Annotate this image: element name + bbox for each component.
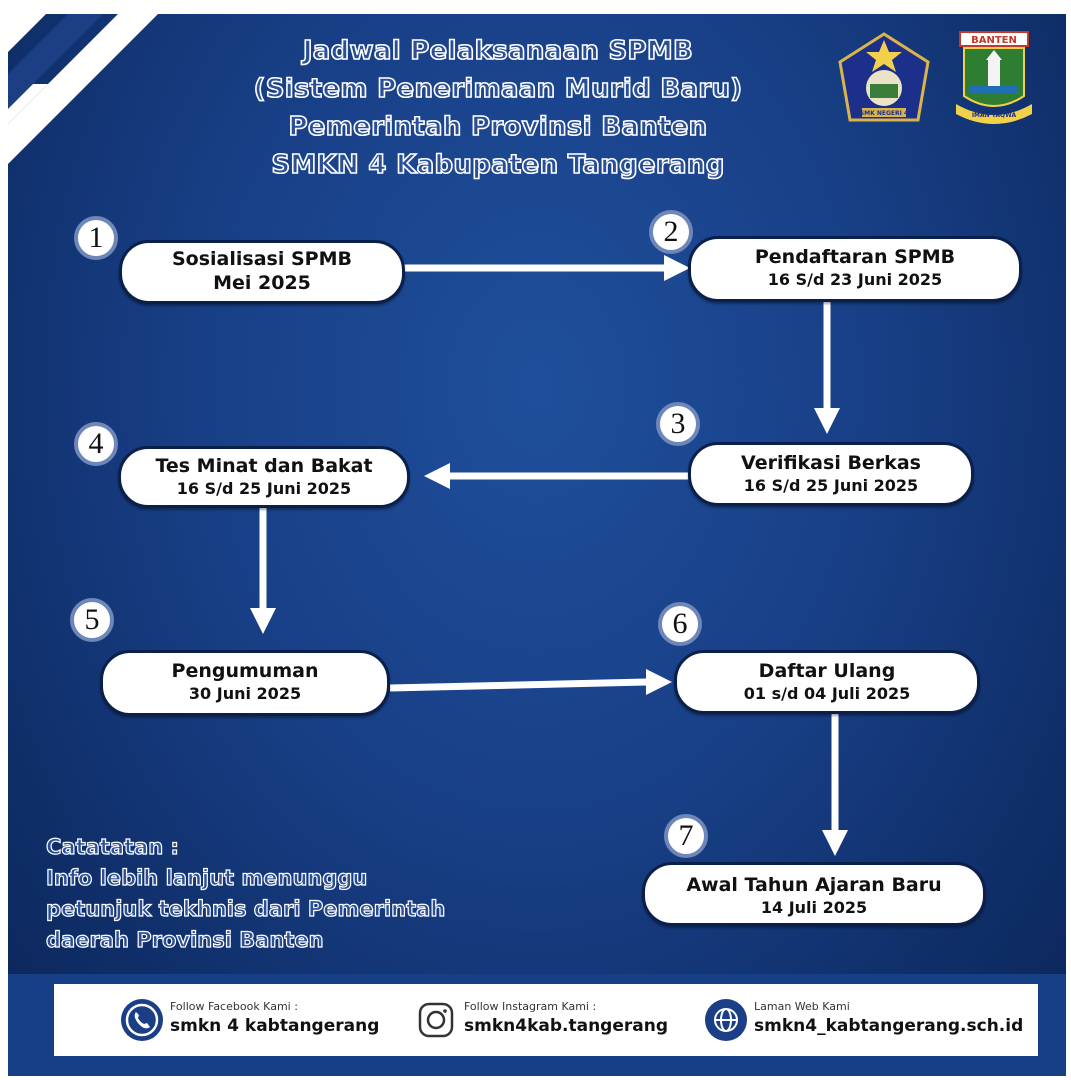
step-4-date: 16 S/d 25 Juni 2025	[176, 479, 352, 498]
title-line-3: Pemerintah Provinsi Banten	[288, 111, 708, 143]
step-number-2: 2	[649, 210, 693, 254]
smkn4-logo: SMK NEGERI 4	[838, 32, 930, 122]
poster: Jadwal Pelaksanaan SPMB (Sistem Penerima…	[8, 14, 1066, 1076]
flow-arrows	[250, 255, 848, 856]
footer-web[interactable]: Laman Web Kami smkn4_kabtangerang.sch.id	[704, 996, 1024, 1044]
step-7-date: 14 Juli 2025	[760, 898, 868, 917]
step-4-title: Tes Minat dan Bakat	[155, 455, 373, 477]
step-number-4: 4	[74, 422, 118, 466]
step-1-date: Mei 2025	[213, 272, 311, 294]
step-box-6: Daftar Ulang 01 s/d 04 Juli 2025	[674, 650, 980, 714]
step-2-title: Pendaftaran SPMB	[754, 246, 956, 268]
phone-icon	[121, 999, 163, 1041]
step-number-1: 1	[74, 216, 118, 260]
step-3-date: 16 S/d 25 Juni 2025	[743, 476, 919, 495]
footer-instagram-label: Follow Instagram Kami :	[464, 1000, 597, 1013]
step-box-7: Awal Tahun Ajaran Baru 14 Juli 2025	[642, 862, 986, 926]
step-box-4: Tes Minat dan Bakat 16 S/d 25 Juni 2025	[118, 446, 410, 508]
footer-facebook-value[interactable]: smkn 4 kabtangerang	[170, 1016, 380, 1036]
footer-web-label: Laman Web Kami	[754, 1000, 850, 1013]
page-title: Jadwal Pelaksanaan SPMB (Sistem Penerima…	[208, 32, 788, 184]
step-3-title: Verifikasi Berkas	[741, 452, 921, 474]
logo-right-caption: IMAN TAQWA	[972, 112, 1017, 119]
step-box-3: Verifikasi Berkas 16 S/d 25 Juni 2025	[688, 442, 974, 506]
corner-decoration	[8, 14, 158, 164]
title-line-4: SMKN 4 Kabupaten Tangerang	[271, 149, 726, 181]
logo-right-title: BANTEN	[971, 35, 1017, 46]
note-line-3: daerah Provinsi Banten	[45, 927, 324, 952]
footer-instagram-value[interactable]: smkn4kab.tangerang	[464, 1016, 668, 1036]
step-6-date: 01 s/d 04 Juli 2025	[743, 684, 911, 703]
note-line-1: Info lebih lanjut menunggu	[45, 865, 368, 890]
note-line-2: petunjuk tekhnis dari Pemerintah	[45, 896, 446, 921]
step-number-7: 7	[664, 814, 708, 858]
step-6-title: Daftar Ulang	[758, 660, 896, 682]
logo-left-caption: SMK NEGERI 4	[860, 110, 908, 117]
step-1-title: Sosialisasi SPMB	[172, 248, 352, 270]
footer: Follow Facebook Kami : smkn 4 kabtangera…	[54, 984, 1038, 1056]
banten-logo: BANTEN IMAN TAQWA	[956, 31, 1032, 124]
step-number-6: 6	[658, 602, 702, 646]
title-line-1: Jadwal Pelaksanaan SPMB	[302, 35, 694, 67]
footer-facebook-label: Follow Facebook Kami :	[170, 1000, 298, 1013]
step-number-5: 5	[70, 598, 114, 642]
step-5-date: 30 Juni 2025	[188, 684, 302, 703]
step-box-1: Sosialisasi SPMB Mei 2025	[119, 240, 405, 304]
step-5-title: Pengumuman	[171, 660, 319, 682]
step-7-title: Awal Tahun Ajaran Baru	[686, 874, 942, 896]
step-box-2: Pendaftaran SPMB 16 S/d 23 Juni 2025	[688, 236, 1022, 302]
step-box-5: Pengumuman 30 Juni 2025	[100, 650, 390, 716]
footer-web-value[interactable]: smkn4_kabtangerang.sch.id	[754, 1016, 1024, 1036]
footer-instagram[interactable]: Follow Instagram Kami : smkn4kab.tangera…	[414, 996, 674, 1044]
instagram-icon	[418, 1002, 454, 1038]
note-heading: Catatatan :	[45, 834, 179, 859]
step-2-date: 16 S/d 23 Juni 2025	[767, 270, 943, 289]
footer-facebook[interactable]: Follow Facebook Kami : smkn 4 kabtangera…	[120, 996, 390, 1044]
title-line-2: (Sistem Penerimaan Murid Baru)	[253, 73, 743, 105]
globe-icon	[705, 999, 747, 1041]
step-number-3: 3	[656, 402, 700, 446]
note: Catatatan : Info lebih lanjut menunggu p…	[45, 832, 506, 956]
